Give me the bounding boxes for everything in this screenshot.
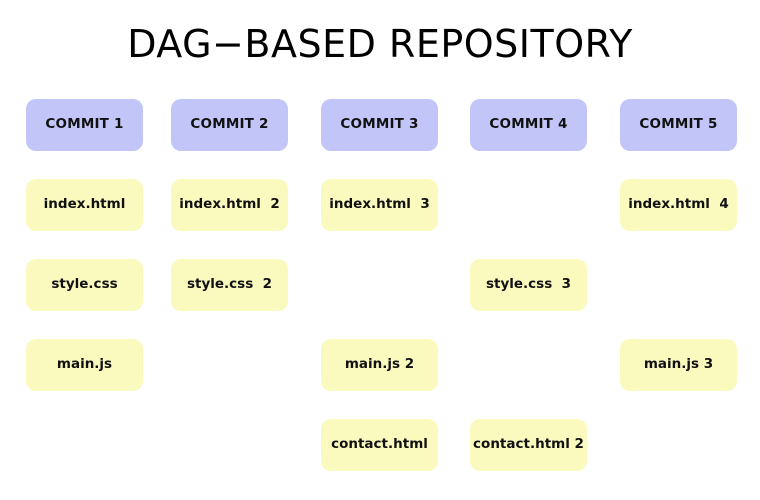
file-node-contact-html-c4[interactable]: contact.html 2: [470, 419, 587, 471]
file-node-main-js-c5[interactable]: main.js 3: [620, 339, 737, 391]
commit-node-3[interactable]: COMMIT 3: [321, 99, 438, 151]
file-node-main-js-c1[interactable]: main.js: [26, 339, 143, 391]
file-node-style-css-c1[interactable]: style.css: [26, 259, 143, 311]
commit-node-2[interactable]: COMMIT 2: [171, 99, 288, 151]
file-node-main-js-c3[interactable]: main.js 2: [321, 339, 438, 391]
file-node-contact-html-c3[interactable]: contact.html: [321, 419, 438, 471]
commit-node-5[interactable]: COMMIT 5: [620, 99, 737, 151]
commit-node-4[interactable]: COMMIT 4: [470, 99, 587, 151]
file-node-index-html-c2[interactable]: index.html 2: [171, 179, 288, 231]
commit-node-1[interactable]: COMMIT 1: [26, 99, 143, 151]
file-node-index-html-c1[interactable]: index.html: [26, 179, 143, 231]
page-title: DAG−BASED REPOSITORY: [127, 22, 633, 66]
file-node-index-html-c3[interactable]: index.html 3: [321, 179, 438, 231]
file-node-style-css-c2[interactable]: style.css 2: [171, 259, 288, 311]
file-node-index-html-c5[interactable]: index.html 4: [620, 179, 737, 231]
file-node-style-css-c4[interactable]: style.css 3: [470, 259, 587, 311]
